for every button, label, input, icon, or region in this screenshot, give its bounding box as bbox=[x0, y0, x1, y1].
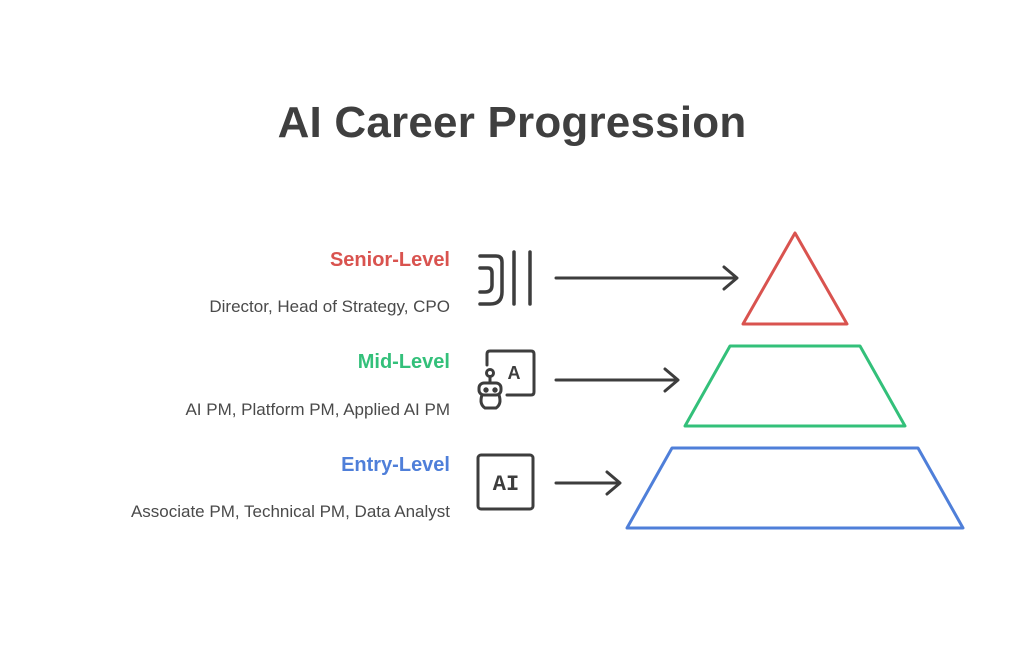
entry-arrow bbox=[554, 470, 622, 496]
diagram-title: AI Career Progression bbox=[277, 98, 747, 147]
robot-icon-letter: A bbox=[508, 363, 521, 383]
mid-arrow bbox=[554, 367, 680, 393]
robot-letter-a-icon bbox=[477, 349, 536, 410]
ji-glyph-icon bbox=[478, 250, 532, 306]
ai-chip-icon bbox=[476, 453, 535, 511]
senior-level-description: Director, Head of Strategy, CPO bbox=[209, 297, 450, 316]
senior-arrow bbox=[554, 265, 739, 291]
pyramid-tier-senior bbox=[741, 231, 849, 326]
ai-chip-icon-label: AI bbox=[493, 472, 519, 497]
entry-level-description: Associate PM, Technical PM, Data Analyst bbox=[130, 502, 450, 521]
pyramid-tier-mid bbox=[683, 344, 907, 428]
entry-level-title: Entry-Level bbox=[341, 454, 450, 476]
mid-level-description: AI PM, Platform PM, Applied AI PM bbox=[185, 400, 450, 419]
pyramid-tier-entry bbox=[625, 446, 965, 530]
mid-level-title: Mid-Level bbox=[357, 351, 450, 373]
senior-level-title: Senior-Level bbox=[329, 249, 450, 271]
